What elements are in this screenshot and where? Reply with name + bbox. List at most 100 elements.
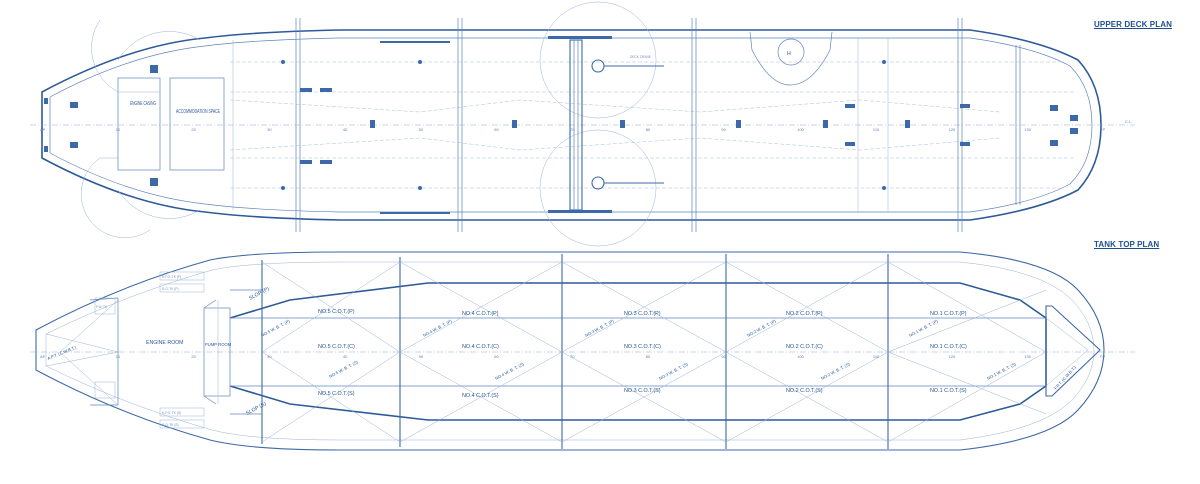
frame-number: 100	[797, 127, 804, 132]
fuel-tank-labels: H.F.O. TK (P) D.O. TK (P) H.F.O. TK (S) …	[96, 275, 181, 427]
manifold-valve-rows	[380, 36, 612, 214]
cot-label: NO.1 C.O.T.(S)	[930, 388, 967, 394]
cot-label: NO.2 C.O.T.(P)	[786, 311, 823, 317]
helideck-outline	[749, 31, 833, 86]
tank-top-plan-title: TANK TOP PLAN	[1094, 240, 1160, 249]
frame-number: 20	[191, 354, 196, 359]
frame-number: 20	[191, 127, 196, 132]
cargo-tank-labels: NO.5 C.O.T.(P) NO.4 C.O.T.(P) NO.3 C.O.T…	[318, 309, 967, 399]
upper-frame-numbers: AP 10 20 30 40 50 60 70 80 90 100 110 120 130 FP	[40, 127, 1105, 132]
wbt-label: NO.3 W. B. T. (P)	[584, 318, 615, 338]
crane-pedestal	[591, 176, 605, 190]
cot-label: NO.4 C.O.T.(C)	[462, 344, 499, 350]
cot-label: NO.3 C.O.T.(S)	[624, 388, 661, 394]
frame-number: 80	[646, 127, 651, 132]
wbt-label: NO.1 W. B. T. (P)	[908, 318, 939, 338]
helideck-circle	[777, 38, 805, 66]
cot-label: NO.1 C.O.T.(C)	[930, 344, 967, 350]
wbt-label: NO.4 W. B. T. (P)	[422, 318, 453, 338]
frame-number: 30	[267, 127, 272, 132]
engine-casing-label: ENGINE CASING	[130, 101, 156, 107]
cot-label: NO.2 C.O.T.(C)	[786, 344, 823, 350]
fuel-tank-label: H.F.O. TK (P)	[162, 275, 181, 279]
pump-room-label: PUMP ROOM	[205, 342, 232, 347]
frame-number: 10	[116, 127, 121, 132]
frame-number: 80	[646, 354, 651, 359]
slop-tank-port-label: SLOP (P)	[248, 286, 271, 302]
upper-deck-plan: C.L. ENGINE CASING ACCOMMODATION SPACE	[30, 1, 1135, 247]
frame-number: 60	[494, 354, 499, 359]
cot-label: NO.5 C.O.T.(P)	[318, 309, 355, 315]
slop-tank-stbd-label: SLOP (S)	[245, 401, 268, 417]
wbt-label: NO.3 W. B. T. (S)	[658, 361, 689, 381]
frame-number: 30	[267, 354, 272, 359]
deck-fittings	[44, 60, 1078, 190]
upper-pipe-run	[229, 99, 1001, 113]
fuel-tank-label: D.O. TK (P)	[162, 287, 179, 291]
fuel-tank-label: F.W. TK	[96, 305, 108, 309]
crane-reach-circle	[539, 129, 657, 247]
crane-reach-circle	[539, 1, 657, 119]
cot-label: NO.5 C.O.T.(C)	[318, 344, 355, 350]
frame-number: 130	[1024, 127, 1031, 132]
wbt-label: NO.2 W. B. T. (P)	[746, 318, 777, 338]
lifeboat-davit-arc	[91, 19, 119, 93]
frame-number: 60	[494, 127, 499, 132]
helideck-mark: H	[787, 51, 791, 57]
frame-number: 70	[570, 127, 575, 132]
cot-label: NO.1 C.O.T.(P)	[930, 311, 967, 317]
engine-casing-box	[117, 77, 161, 171]
cot-label: NO.4 C.O.T.(P)	[462, 311, 499, 317]
fuel-tank-boxes	[94, 271, 205, 429]
tank-top-plan: ENGINE ROOM PUMP ROOM SLOP (P) SLOP (S) …	[30, 251, 1135, 451]
upper-centerline-mark: C.L.	[1125, 119, 1132, 124]
frame-number: 120	[949, 127, 956, 132]
fuel-tank-label: D.O. TK (S)	[162, 423, 179, 427]
frame-number: 50	[419, 127, 424, 132]
frame-number: 40	[343, 354, 348, 359]
frame-number: 70	[570, 354, 575, 359]
frame-number: AP	[40, 127, 46, 132]
aft-peak-label: A.P.T. (C.W.B.T.)	[47, 345, 78, 361]
fore-peak-label: F.P.T. (C.W.B.T.)	[1053, 364, 1077, 390]
wbt-label: NO.5 W. B. T. (P)	[260, 318, 291, 338]
upper-pipe-run	[229, 137, 1001, 151]
frame-number: 50	[419, 354, 424, 359]
tank-top-hull-outline	[35, 251, 1105, 451]
accommodation-space-box	[169, 77, 225, 171]
tank-top-inner-outline	[45, 261, 1095, 441]
wbt-label: NO.2 W. B. T. (S)	[820, 361, 851, 381]
cot-label: NO.3 C.O.T.(P)	[624, 311, 661, 317]
cot-label: NO.4 C.O.T.(S)	[462, 393, 499, 399]
cot-label: NO.5 C.O.T.(S)	[318, 391, 355, 397]
cot-label: NO.3 C.O.T.(C)	[624, 344, 661, 350]
frame-number: AP	[40, 354, 46, 359]
frame-number: 90	[721, 127, 726, 132]
deck-crane-label: DECK CRANE	[630, 55, 651, 59]
lifeboat-davit-arc	[117, 189, 201, 219]
lifeboat-davit-arc	[80, 157, 151, 239]
wbt-label: NO.4 W. B. T. (S)	[494, 361, 525, 381]
frame-number: 110	[873, 354, 880, 359]
wbt-label: NO.5 W. B. T. (S)	[328, 359, 359, 379]
frame-number: 10	[116, 354, 121, 359]
engine-room-outline	[89, 297, 119, 406]
accommodation-space-label: ACCOMMODATION SPACE	[176, 109, 220, 115]
engine-room-label: ENGINE ROOM	[146, 340, 183, 346]
cot-label: NO.2 C.O.T.(S)	[786, 388, 823, 394]
fore-peak-tank	[1045, 305, 1101, 397]
upper-deck-plan-title: UPPER DECK PLAN	[1094, 20, 1172, 29]
frame-number: 100	[797, 354, 804, 359]
lifeboat-davit-arc	[117, 31, 201, 61]
pump-room-box	[203, 307, 231, 397]
fuel-tank-label: H.F.O. TK (S)	[162, 411, 181, 415]
frame-number: 120	[949, 354, 956, 359]
upper-transverse-bulkheads	[232, 18, 1021, 232]
frame-number: 130	[1024, 354, 1031, 359]
frame-number: 40	[343, 127, 348, 132]
frame-number: 110	[873, 127, 880, 132]
frame-number: FP	[1100, 127, 1105, 132]
frame-number: FP	[1100, 354, 1105, 359]
